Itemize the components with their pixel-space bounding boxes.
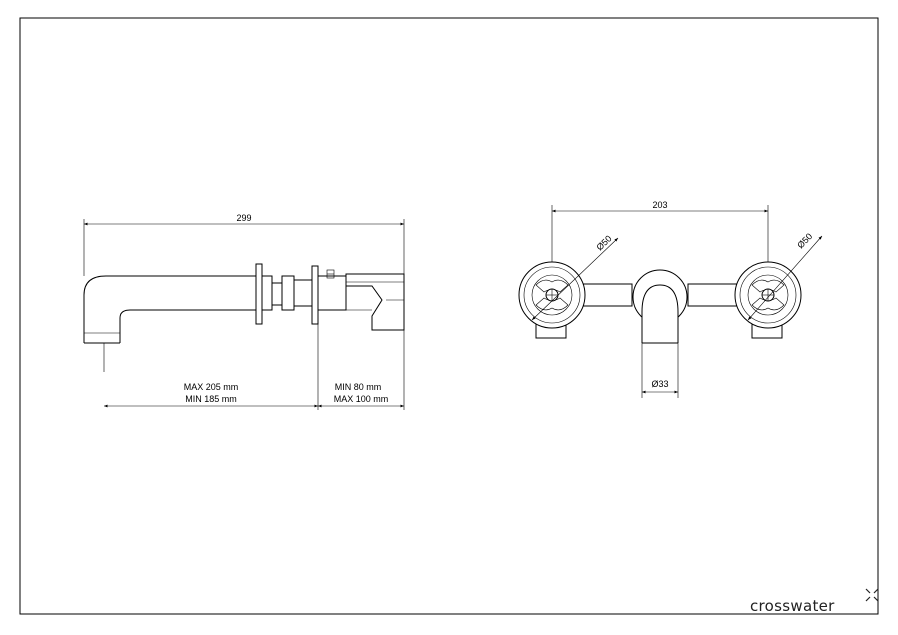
right-handle-diameter-label: Ø50 [795, 231, 814, 250]
spout-projection-max: MAX 205 mm [184, 382, 239, 392]
spout-side [83, 275, 256, 372]
concealed-valve-body [345, 273, 405, 331]
crosswater-logo: crosswater [750, 588, 879, 615]
spout-projection-dimension: MAX 205 mm MIN 185 mm [104, 382, 318, 408]
handle-centres-label: 203 [652, 200, 667, 210]
wall-flange-plate [311, 265, 319, 325]
right-handle: Ø50 [734, 231, 823, 339]
spout-projection-min: MIN 185 mm [185, 394, 237, 404]
wall-depth-max: MAX 100 mm [334, 394, 389, 404]
front-flange-plate [255, 263, 263, 325]
wall-depth-min: MIN 80 mm [335, 382, 382, 392]
brand-logo-text: crosswater [750, 597, 835, 615]
front-view: 203 Ø33 Ø50 [518, 200, 823, 398]
wall-depth-dimension: MIN 80 mm MAX 100 mm [318, 330, 405, 410]
overall-length-label: 299 [236, 213, 251, 223]
left-handle: Ø50 [518, 233, 619, 339]
drawing-frame [19, 17, 879, 615]
crosswater-x-mark-icon [865, 588, 879, 602]
central-spout-front: Ø33 [632, 269, 688, 398]
side-view: 299 MAX 205 mm MIN 185 mm [83, 213, 405, 410]
spout-diameter-label: Ø33 [651, 379, 668, 389]
left-handle-diameter-label: Ø50 [594, 233, 613, 252]
overall-length-dimension: 299 [83, 213, 405, 276]
